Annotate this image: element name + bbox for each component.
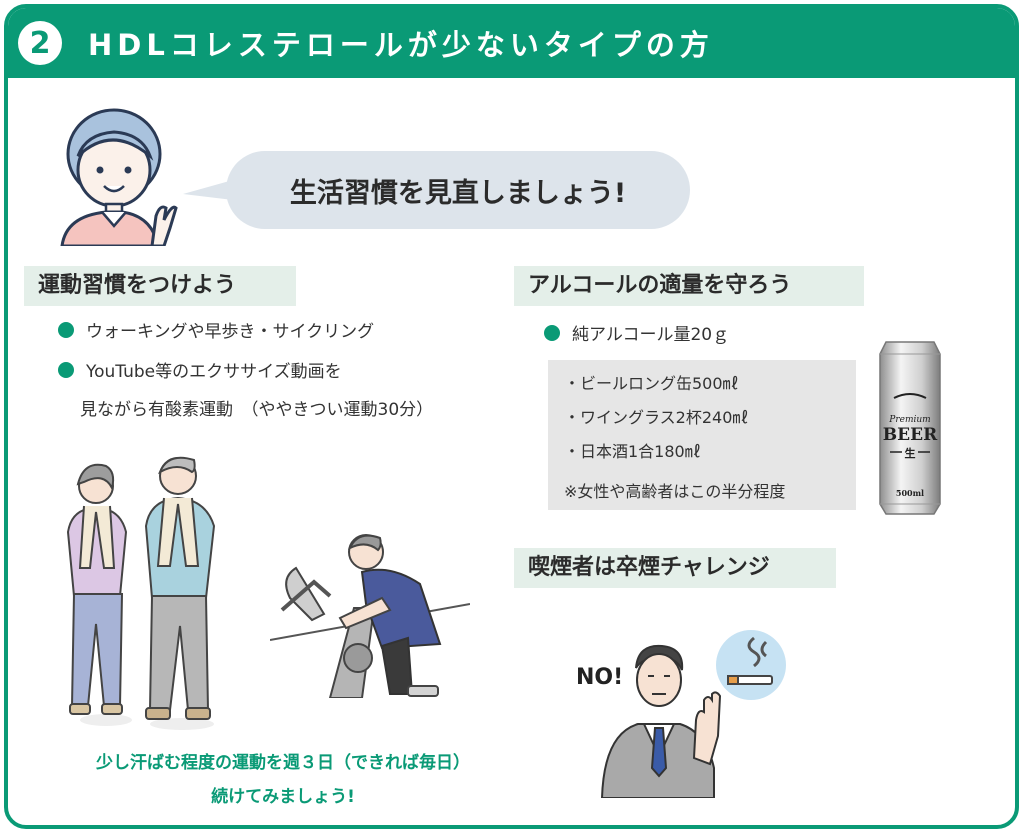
speech-bubble-tail: [183, 180, 233, 200]
smoking-heading: 喫煙者は卒煙チャレンジ: [514, 548, 836, 588]
beer-can-illustration: Premium BEER 生 500ml: [879, 341, 941, 515]
walking-couple-illustration: [66, 456, 216, 730]
can-volume-text: 500ml: [896, 488, 924, 498]
bullet-dot: [544, 324, 560, 341]
header-title: HDLコレステロールが少ないタイプの方: [88, 28, 714, 62]
bullet-dot: [58, 321, 74, 338]
exercise-bullet-walking: ウォーキングや早歩き・サイクリング: [58, 317, 374, 342]
exercise-heading: 運動習慣をつけよう: [24, 266, 296, 306]
exercise-bullet-continuation: 見ながら有酸素運動 （ややきつい運動30分）: [80, 400, 434, 420]
exercise-bullet-youtube: YouTube等のエクササイズ動画を: [58, 357, 342, 382]
businessman-refusing-illustration: [600, 644, 722, 798]
card-frame: 2 HDLコレステロールが少ないタイプの方 生活習慣を見直しましょう! 運動習慣…: [4, 4, 1019, 829]
cigarette-icon: [716, 630, 786, 700]
alcohol-example-sake: ・日本酒1合180㎖: [564, 442, 701, 461]
section-number-badge: 2: [18, 21, 62, 65]
bullet-dot: [58, 361, 74, 378]
bullet-text: ウォーキングや早歩き・サイクリング: [86, 322, 375, 342]
can-kanji-text: 生: [905, 446, 916, 460]
nurse-illustration: [60, 108, 178, 246]
can-brand-text: BEER: [883, 425, 938, 445]
no-exclamation: NO!: [576, 665, 624, 690]
speech-bubble: 生活習慣を見直しましょう!: [226, 151, 690, 229]
can-premium-text: Premium: [888, 415, 930, 425]
alcohol-examples-box: ・ビールロング缶500㎖ ・ワイングラス2杯240㎖ ・日本酒1合180㎖ ※女…: [548, 360, 856, 510]
header-bar: 2 HDLコレステロールが少ないタイプの方: [8, 8, 1015, 78]
exercise-closing-line2: 続けてみましょう!: [211, 787, 355, 807]
alcohol-bullet: 純アルコール量20ｇ: [544, 320, 729, 345]
bullet-text: YouTube等のエクササイズ動画を: [86, 362, 342, 382]
exercise-closing-line1: 少し汗ばむ程度の運動を週３日（できれば毎日）: [96, 753, 470, 773]
bullet-text: 純アルコール量20ｇ: [572, 325, 730, 345]
alcohol-heading: アルコールの適量を守ろう: [514, 266, 864, 306]
alcohol-example-beer: ・ビールロング缶500㎖: [564, 374, 739, 393]
alcohol-example-wine: ・ワイングラス2杯240㎖: [564, 408, 749, 427]
exercise-bike-illustration: [270, 534, 470, 698]
alcohol-note: ※女性や高齢者はこの半分程度: [564, 482, 786, 501]
